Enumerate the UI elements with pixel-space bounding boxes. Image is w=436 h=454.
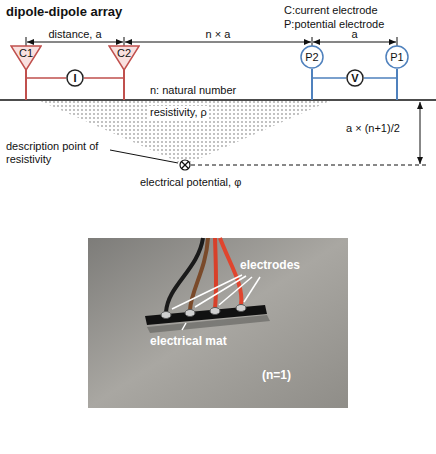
legend-note: C:current electrode — [284, 4, 378, 17]
node-text: I — [73, 72, 76, 84]
leader-line — [110, 150, 178, 163]
resistivity-region — [40, 101, 330, 165]
electrode — [161, 312, 171, 319]
circle-outline — [347, 70, 363, 86]
node-text: V — [351, 72, 358, 84]
black-wire — [166, 238, 203, 312]
triangle-outline — [11, 46, 41, 70]
electrode — [210, 308, 220, 315]
dimension-label: a — [312, 28, 397, 41]
wire-connector — [312, 69, 346, 78]
dimension-label: distance, a — [26, 28, 124, 41]
depth-line — [191, 165, 428, 166]
node-text: P2 — [305, 51, 318, 63]
meter-symbol: V — [346, 69, 364, 87]
circle-outline — [301, 46, 323, 68]
potential-electrode: P1 — [385, 45, 409, 69]
electrode — [185, 310, 195, 317]
region-label: resistivity, ρ — [148, 106, 209, 119]
legend-note: P:potential electrode — [284, 18, 384, 31]
red-wire — [215, 238, 216, 308]
potential-electrode: P2 — [300, 45, 324, 69]
circle-outline — [386, 46, 408, 68]
wire-connector — [364, 69, 397, 78]
node-text: C2 — [117, 47, 131, 59]
diagram-title: dipole-dipole array — [6, 4, 122, 19]
electrical-mat — [145, 305, 267, 325]
triangle-outline — [109, 46, 139, 70]
photo-label: electrical mat — [150, 334, 227, 349]
ground-line — [0, 99, 436, 101]
circle-outline — [67, 70, 83, 86]
photo-label: (n=1) — [262, 368, 291, 383]
note: n: natural number — [150, 84, 236, 97]
dimension-label: n × a — [124, 28, 312, 41]
description-point — [180, 160, 190, 170]
current-electrode: C2 — [108, 45, 140, 71]
depth-label: a × (n+1)/2 — [346, 122, 400, 135]
wire-connector — [84, 71, 124, 78]
electrode — [236, 305, 246, 312]
current-electrode: C1 — [10, 45, 42, 71]
potential-label: electrical potential, φ — [140, 176, 241, 189]
pointer-lines — [172, 275, 260, 330]
point-label: description point of resistivity — [6, 140, 104, 166]
photo-label: electrodes — [240, 258, 300, 273]
node-text: P1 — [390, 51, 403, 63]
node-text: C1 — [19, 47, 33, 59]
wire-connector — [26, 71, 66, 78]
meter-symbol: I — [66, 69, 84, 87]
photo-background — [88, 238, 348, 408]
